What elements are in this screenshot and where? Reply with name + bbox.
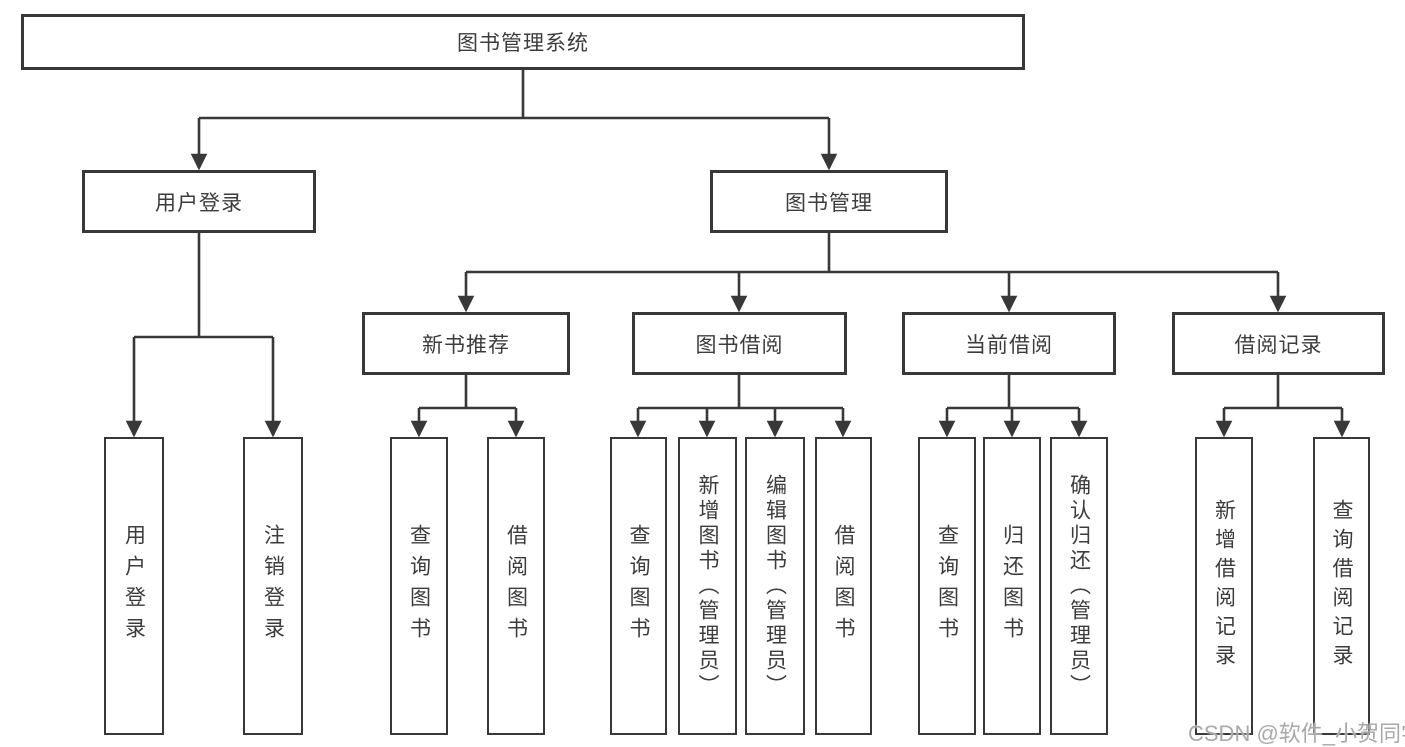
connector-new-book	[419, 375, 516, 410]
node-book-borrow-label: 图书借阅	[695, 333, 784, 357]
node-root-label: 图书管理系统	[457, 32, 589, 55]
leaf-user-login: 用户登录	[104, 437, 164, 735]
leaf-bb-edit-books-admin-label: 编辑图书（管理员）	[763, 473, 787, 699]
leaf-logout: 注销登录	[243, 437, 303, 735]
leaf-logout-label: 注销登录	[261, 524, 285, 648]
leaf-nb-query-books-label: 查询图书	[407, 524, 431, 648]
connector-book-management	[466, 233, 1278, 274]
leaf-br-add-record: 新增借阅记录	[1195, 437, 1253, 735]
leaf-bb-borrow-books: 借阅图书	[815, 437, 872, 735]
leaf-br-add-record-label: 新增借阅记录	[1212, 499, 1236, 673]
node-current-borrow: 当前借阅	[902, 312, 1116, 375]
leaf-nb-query-books: 查询图书	[390, 437, 448, 735]
leaf-cb-query-books-label: 查询图书	[935, 524, 959, 648]
connector-user-login	[134, 233, 273, 339]
node-new-book-recommend: 新书推荐	[362, 312, 570, 375]
node-user-login: 用户登录	[82, 170, 316, 233]
connector-book-borrow	[638, 375, 843, 410]
leaf-cb-return-books: 归还图书	[983, 437, 1041, 735]
leaf-bb-edit-books-admin: 编辑图书（管理员）	[745, 437, 805, 735]
leaf-bb-query-books: 查询图书	[610, 437, 667, 735]
node-current-borrow-label: 当前借阅	[965, 333, 1053, 357]
node-borrow-records-label: 借阅记录	[1234, 333, 1323, 357]
leaf-nb-borrow-books-label: 借阅图书	[504, 524, 528, 648]
node-borrow-records: 借阅记录	[1172, 312, 1385, 375]
connector-root	[199, 70, 829, 120]
node-book-borrow: 图书借阅	[632, 312, 847, 375]
leaf-user-login-label: 用户登录	[122, 524, 146, 648]
leaf-bb-add-books-admin-label: 新增图书（管理员）	[696, 473, 719, 699]
leaf-cb-return-books-label: 归还图书	[1000, 524, 1024, 648]
connector-borrow-records	[1224, 375, 1342, 410]
node-book-management-label: 图书管理	[785, 191, 873, 215]
leaf-nb-borrow-books: 借阅图书	[487, 437, 545, 735]
node-new-book-recommend-label: 新书推荐	[422, 333, 510, 357]
leaf-br-query-record: 查询借阅记录	[1313, 437, 1370, 735]
leaf-bb-query-books-label: 查询图书	[627, 524, 650, 648]
leaf-cb-query-books: 查询图书	[918, 437, 976, 735]
leaf-cb-confirm-return-admin-label: 确认归还（管理员）	[1067, 473, 1091, 699]
leaf-bb-add-books-admin: 新增图书（管理员）	[678, 437, 737, 735]
leaf-cb-confirm-return-admin: 确认归还（管理员）	[1050, 437, 1108, 735]
leaf-br-query-record-label: 查询借阅记录	[1330, 499, 1353, 673]
leaf-bb-borrow-books-label: 借阅图书	[832, 524, 855, 648]
node-user-login-label: 用户登录	[155, 191, 243, 215]
csdn-watermark: CSDN @软件_小贺同学	[1188, 721, 1405, 746]
node-book-management: 图书管理	[710, 170, 948, 233]
connector-current-borrow	[947, 375, 1079, 410]
node-root-system: 图书管理系统	[21, 14, 1025, 70]
